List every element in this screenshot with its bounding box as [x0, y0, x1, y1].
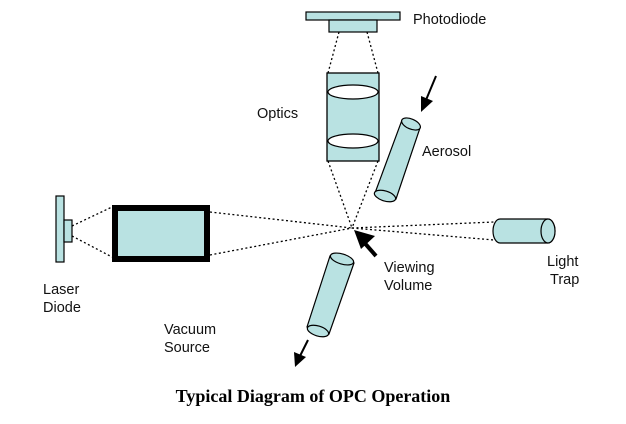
laser-beam: [71, 206, 113, 258]
optics-label: Optics: [257, 106, 298, 122]
photodiode-label: Photodiode: [413, 12, 486, 28]
light-trap-label-line2: Trap: [550, 272, 579, 288]
photodiode: [305, 11, 401, 33]
laser-diode-label-line1: Laser: [43, 282, 79, 298]
aerosol-inlet: [373, 117, 422, 203]
viewing-volume-label-line1: Viewing: [384, 260, 435, 276]
photodiode-beam: [327, 31, 379, 74]
laser-diode: [55, 195, 73, 263]
light-trap-label-line1: Light: [547, 254, 578, 270]
viewing-volume-arrow: [354, 230, 378, 258]
vacuum-tube: [306, 252, 355, 338]
viewing-volume-label-line2: Volume: [384, 278, 432, 294]
collimator: [112, 205, 210, 262]
vacuum-arrow: [294, 339, 309, 367]
laser-diode-label-line2: Diode: [43, 300, 81, 316]
vacuum-source-label-line2: Source: [164, 340, 210, 356]
optics-beam: [327, 160, 379, 229]
main-beam: [209, 211, 495, 256]
optics: [326, 72, 380, 162]
vacuum-source-label-line1: Vacuum: [164, 322, 216, 338]
diagram-caption: Typical Diagram of OPC Operation: [176, 386, 451, 406]
light-trap: [492, 218, 556, 244]
aerosol-arrow: [421, 75, 437, 112]
aerosol-label: Aerosol: [422, 144, 471, 160]
